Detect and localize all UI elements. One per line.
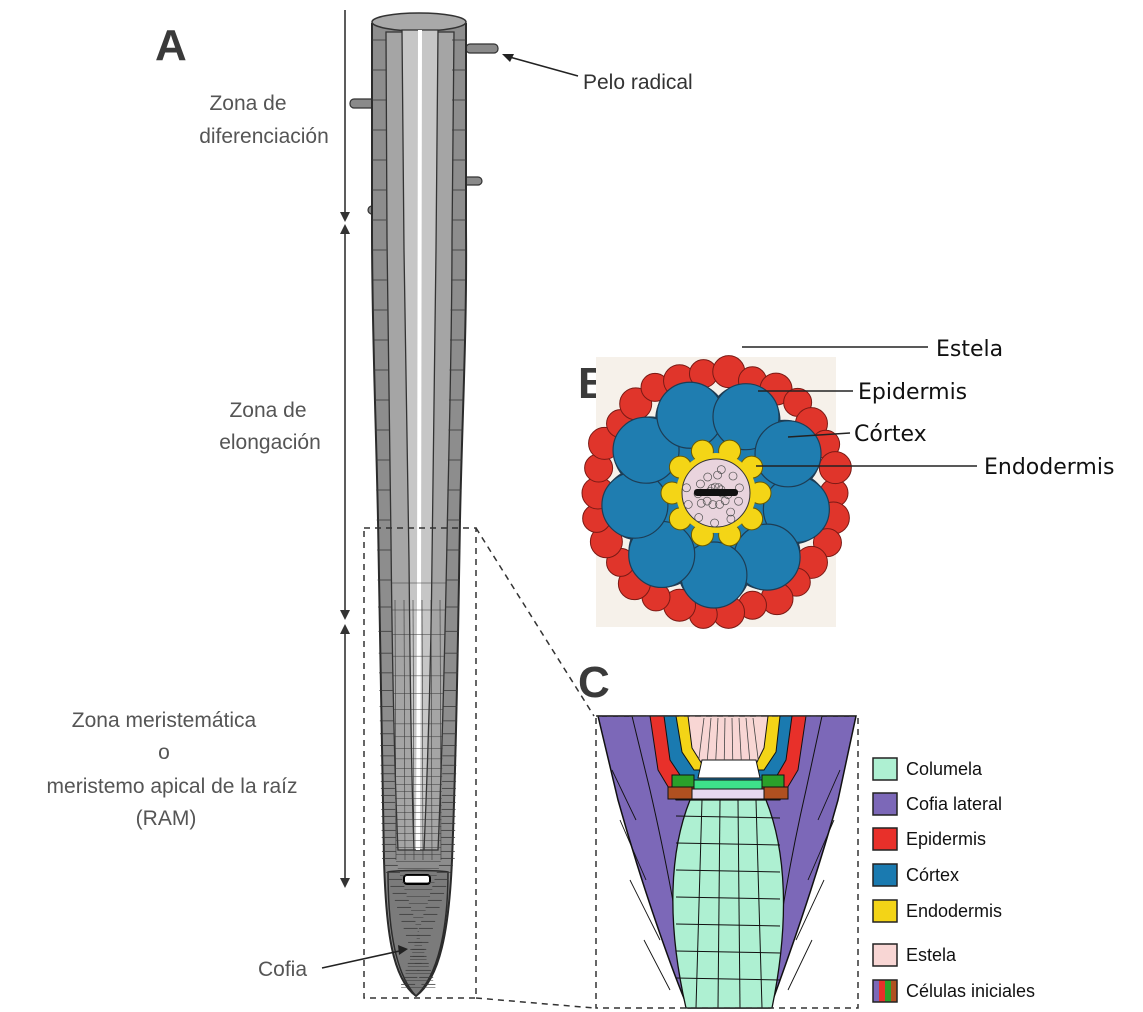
label-cortex: Córtex — [854, 422, 927, 447]
cell-type-legend: Columela Cofia lateral Epidermis Córtex … — [873, 758, 1035, 1002]
panel-c-letter: C — [578, 658, 610, 707]
label-cap: Cofia — [258, 958, 307, 981]
label-endodermis: Endodermis — [984, 455, 1114, 480]
zoom-connector-bottom — [476, 998, 594, 1008]
root-hair-1 — [466, 44, 498, 53]
label-meristem-zone-3: meristemo apical de la raíz — [47, 775, 298, 798]
label-differentiation-zone-2: diferenciación — [199, 125, 329, 148]
legend-label-cortex: Córtex — [906, 865, 959, 885]
label-stele: Estela — [936, 337, 1003, 362]
quiescent-center — [404, 875, 430, 884]
root-top-cells — [372, 13, 466, 31]
legend-label-epidermis: Epidermis — [906, 829, 986, 849]
legend-swatch-lateral-cap — [873, 793, 897, 815]
legend-label-columella: Columela — [906, 759, 983, 779]
label-elongation-zone-2: elongación — [219, 431, 321, 454]
cap-pointer — [322, 950, 404, 968]
label-root-hair: Pelo radical — [583, 71, 693, 94]
label-elongation-zone-1: Zona de — [229, 399, 306, 422]
legend-swatch-cortex — [873, 864, 897, 886]
label-differentiation-zone-1: Zona de — [209, 92, 286, 115]
label-epidermis: Epidermis — [858, 380, 967, 405]
label-meristem-zone-1: Zona meristemática — [72, 709, 257, 732]
legend-label-lateral-cap: Cofia lateral — [906, 794, 1002, 814]
root-hair-pointer — [506, 56, 578, 76]
label-meristem-zone-2: o — [158, 741, 170, 764]
legend-label-initial-cells: Células iniciales — [906, 981, 1035, 1001]
zone-arrows — [340, 10, 350, 888]
legend-swatch-columella — [873, 758, 897, 780]
legend-swatch-stele — [873, 944, 897, 966]
legend-swatch-initial-cells — [873, 980, 897, 1002]
legend-label-stele: Estela — [906, 945, 957, 965]
panel-a-letter: A — [155, 21, 187, 70]
legend-label-endodermis: Endodermis — [906, 901, 1002, 921]
zoom-connector-top — [476, 528, 594, 716]
legend-swatch-endodermis — [873, 900, 897, 922]
legend-swatch-epidermis — [873, 828, 897, 850]
label-meristem-zone-4: (RAM) — [136, 807, 197, 830]
